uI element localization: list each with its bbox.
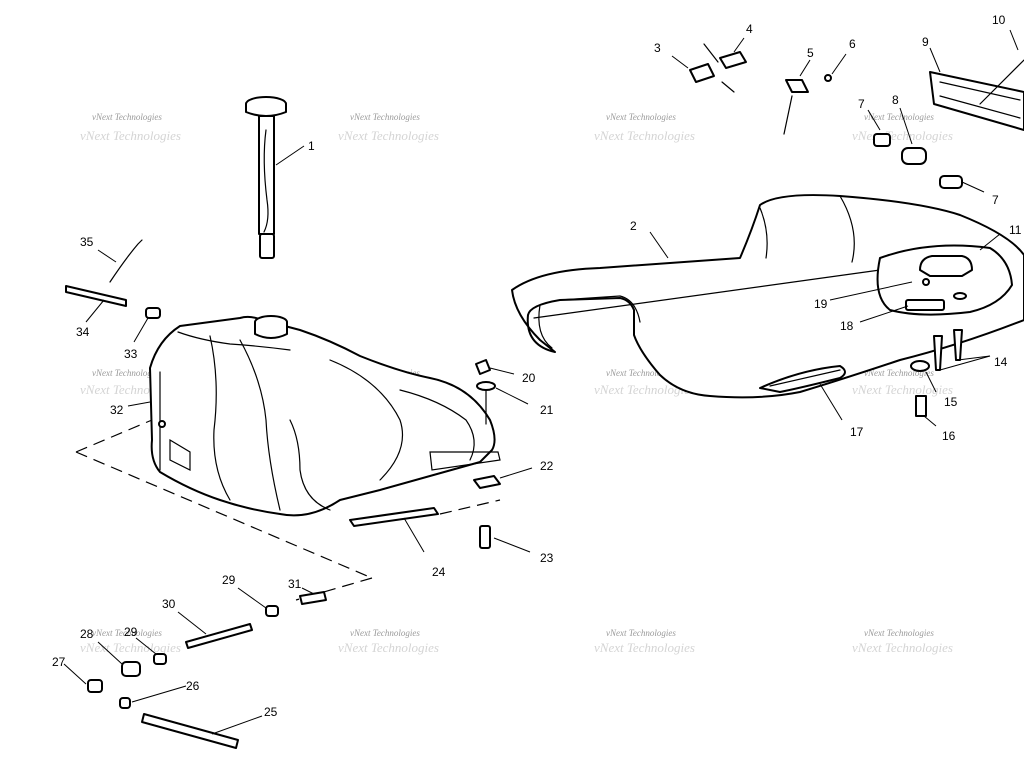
callout-26: 26 (186, 679, 200, 693)
parts-20-24-mounting (349, 359, 533, 553)
callout-28: 28 (80, 627, 94, 641)
callout-24: 24 (432, 565, 446, 579)
svg-text:vNext Technologies: vNext Technologies (80, 640, 181, 655)
callout-6: 6 (849, 37, 856, 51)
svg-text:vNext Technologies: vNext Technologies (594, 382, 695, 397)
svg-text:vNext Technologies: vNext Technologies (864, 368, 934, 378)
callout-17: 17 (850, 425, 864, 439)
callout-29b: 29 (124, 625, 138, 639)
callout-33: 33 (124, 347, 138, 361)
parts-25-31-fittings (63, 587, 327, 749)
callout-21: 21 (540, 403, 554, 417)
callout-labels: 1 2 3 4 5 6 7 7 8 9 10 11 14 15 16 17 18… (52, 13, 1022, 719)
callout-5: 5 (807, 46, 814, 60)
svg-text:vNext Technologies: vNext Technologies (852, 128, 953, 143)
callout-31: 31 (288, 577, 302, 591)
callout-7b: 7 (992, 193, 999, 207)
svg-text:vNext Technologies: vNext Technologies (92, 368, 162, 378)
watermark: vNext Technologies vNext Technologies (594, 628, 695, 655)
watermark: vNext Technologies vNext Technologies (852, 368, 953, 397)
part-1-fuel-sender (245, 96, 305, 259)
callout-34: 34 (76, 325, 90, 339)
watermark: vNext Technologies vNext Technologies (338, 112, 439, 143)
svg-text:vNext Technologies: vNext Technologies (594, 640, 695, 655)
svg-text:vNext Technologies: vNext Technologies (92, 112, 162, 122)
svg-text:vNext Technologies: vNext Technologies (864, 112, 934, 122)
parts-33-35 (65, 239, 161, 343)
svg-text:vNext Technologies: vNext Technologies (350, 628, 420, 638)
callout-11: 11 (1009, 223, 1022, 237)
svg-text:vNext Technologies: vNext Technologies (606, 112, 676, 122)
callout-29a: 29 (222, 573, 236, 587)
watermark: vNext Technologies vNext Technologies (594, 368, 695, 397)
watermark: vNext Technologies vNext Technologies (338, 628, 439, 655)
watermark: vNext Technologies vNext Technologies (852, 628, 953, 655)
callout-2: 2 (630, 219, 637, 233)
callout-20: 20 (522, 371, 536, 385)
callout-14: 14 (994, 355, 1008, 369)
callout-19: 19 (814, 297, 828, 311)
callout-27: 27 (52, 655, 66, 669)
callout-7a: 7 (858, 97, 865, 111)
svg-text:vNext Technologies: vNext Technologies (350, 112, 420, 122)
callout-9: 9 (922, 35, 929, 49)
svg-text:vNext Technologies: vNext Technologies (92, 628, 162, 638)
svg-text:vNext Technologies: vNext Technologies (594, 128, 695, 143)
svg-text:vNext Technologies: vNext Technologies (338, 640, 439, 655)
callout-18: 18 (840, 319, 854, 333)
watermark: vNext Technologies vNext Technologies (594, 112, 695, 143)
callout-30: 30 (162, 597, 176, 611)
svg-text:vNext Technologies: vNext Technologies (606, 368, 676, 378)
callout-3: 3 (654, 41, 661, 55)
svg-text:vNext Technologies: vNext Technologies (338, 128, 439, 143)
watermark: vNext Technologies vNext Technologies (80, 628, 181, 655)
callout-32: 32 (110, 403, 124, 417)
callout-1: 1 (308, 139, 315, 153)
callout-22: 22 (540, 459, 554, 473)
part-32-fuel-tank (127, 315, 501, 517)
svg-text:vNext Technologies: vNext Technologies (852, 382, 953, 397)
callout-35: 35 (80, 235, 94, 249)
parts-14-16-bolts (910, 329, 991, 427)
callout-8: 8 (892, 93, 899, 107)
callout-25: 25 (264, 705, 278, 719)
parts-3-6-hardware (671, 37, 847, 135)
callout-4: 4 (746, 22, 753, 36)
callout-23: 23 (540, 551, 554, 565)
svg-text:vNext Technologies: vNext Technologies (852, 640, 953, 655)
callout-10: 10 (992, 13, 1006, 27)
seat-assembly (511, 194, 1024, 421)
parts-7-10-taillight (867, 29, 1024, 193)
watermark: vNext Technologies vNext Technologies (80, 112, 181, 143)
svg-text:vNext Technologies: vNext Technologies (80, 128, 181, 143)
callout-16: 16 (942, 429, 956, 443)
callout-15: 15 (944, 395, 958, 409)
svg-text:vNext Technologies: vNext Technologies (864, 628, 934, 638)
svg-text:vNext Technologies: vNext Technologies (606, 628, 676, 638)
